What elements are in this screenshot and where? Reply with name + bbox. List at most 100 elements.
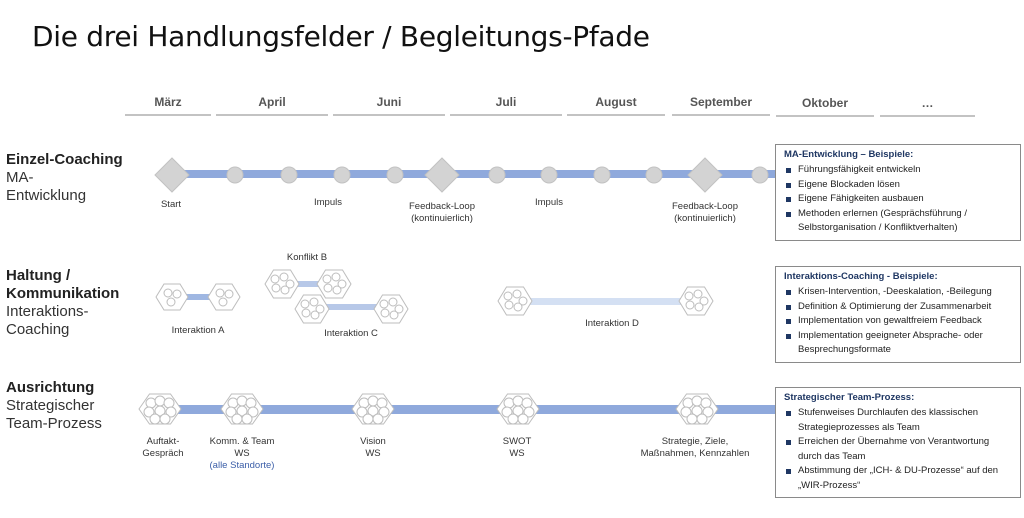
label-strategie-line2: Maßnahmen, Kennzahlen (640, 448, 750, 459)
info-box-team-prozess: Strategischer Team-Prozess: Stufenweises… (775, 387, 1021, 498)
row3-hex-swot (496, 393, 540, 425)
info-box-ma-entwicklung: MA-Entwicklung – Beispiele: Führungsfähi… (775, 144, 1021, 241)
konflikt-b-hex-right (316, 269, 352, 299)
month-april: April (216, 95, 328, 116)
label-feedback-1: Feedback-Loop (kontinuierlich) (387, 201, 497, 225)
label-feedback-1-line2: (kontinuierlich) (411, 213, 473, 224)
label-feedback-2: Feedback-Loop (kontinuierlich) (650, 201, 760, 225)
info-box-item: Selbstorganisation / Konfliktverhalten) (798, 222, 958, 233)
row1-dot (751, 166, 769, 184)
info-box-title: Strategischer Team-Prozess: (784, 392, 915, 403)
label-start: Start (160, 199, 182, 210)
interaktion-a-hex-right (207, 283, 241, 311)
page-title: Die drei Handlungsfelder / Begleitungs-P… (32, 20, 650, 53)
info-box-item: durch das Team (798, 450, 866, 462)
info-box-item: Eigene Fähigkeiten ausbauen (784, 192, 1012, 207)
row2-interactions (155, 269, 714, 324)
row2-title-line1: Haltung / (6, 267, 71, 284)
label-impuls-2: Impuls (535, 197, 563, 208)
interaktion-d-hex-right (678, 286, 714, 316)
label-komm-line1: Komm. & Team (209, 436, 275, 447)
row3-subtitle-line2: Team-Prozess (6, 415, 102, 432)
label-auftakt-line2: Gespräch (142, 448, 184, 459)
label-auftakt-line1: Auftakt- (146, 436, 180, 447)
row3-heading: Ausrichtung Strategischer Team-Prozess (6, 379, 102, 433)
row3-line (160, 405, 775, 414)
month-juli: Juli (450, 95, 562, 116)
row2-title-line2: Kommunikation (6, 285, 120, 302)
konflikt-b-hex-left (264, 269, 300, 299)
interaktion-d-hex-left (497, 286, 533, 316)
month-maerz: März (125, 95, 211, 116)
info-box-item: Krisen-Intervention, -Deeskalation, -Bei… (784, 285, 1012, 300)
label-vision: Vision WS (318, 436, 428, 460)
info-box-interaktions-coaching: Interaktions-Coaching - Beispiele: Krise… (775, 266, 1021, 363)
row1-feedback-diamond (687, 157, 723, 193)
interaktion-c-hex-right (373, 294, 409, 324)
row3-hex-strategie (675, 393, 719, 425)
row1-dot (226, 166, 244, 184)
label-komm-line2: WS (234, 448, 250, 459)
info-box-item: Führungsfähigkeit entwickeln (784, 163, 1012, 178)
month-oktober: Oktober (776, 96, 874, 117)
label-feedback-1-line1: Feedback-Loop (408, 201, 476, 212)
row2-heading: Haltung / Kommunikation Interaktions- Co… (6, 267, 119, 339)
row1-timeline (154, 157, 775, 193)
label-konflikt-b: Konflikt B (286, 252, 328, 263)
month-september: September (672, 95, 770, 116)
label-swot-line2: WS (509, 448, 525, 459)
konflikt-b-line (295, 281, 335, 287)
row3-subtitle-line1: Strategischer (6, 397, 95, 414)
row1-dot (488, 166, 506, 184)
row3-timeline (138, 393, 775, 425)
interaktion-d-line (522, 298, 692, 305)
row1-line (170, 170, 775, 178)
label-interaktion-c: Interaktion C (324, 328, 378, 339)
info-box-item: Implementation geeigneter Absprache- ode… (784, 329, 1012, 344)
info-box-item: Eigene Blockaden lösen (784, 178, 1012, 193)
info-box-item: Erreichen der Übernahme von Verantwortun… (784, 435, 1012, 450)
info-box-item: Abstimmung der „ICH- & DU-Prozesse“ auf … (784, 464, 1012, 479)
info-box-title: Interaktions-Coaching - Beispiele: (784, 271, 938, 282)
row1-title: Einzel-Coaching (6, 151, 123, 168)
row1-dot (540, 166, 558, 184)
interaktion-a-hex-left (155, 283, 189, 311)
info-box-item: „WIR-Prozess“ (798, 479, 861, 491)
info-box-item: Definition & Optimierung der Zusammenarb… (784, 300, 1012, 315)
info-box-item: Implementation von gewaltfreiem Feedback (784, 314, 1012, 329)
row2-subtitle-line1: Interaktions- (6, 303, 89, 320)
interaktion-a-line (184, 294, 224, 300)
row1-heading: Einzel-Coaching MA- Entwicklung (6, 151, 123, 205)
row3-hex-komm (220, 393, 264, 425)
row2-subtitle-line2: Coaching (6, 321, 70, 338)
label-vision-line1: Vision (360, 436, 386, 447)
info-box-item: Strategieprozesses als Team (798, 421, 920, 433)
row1-dot (593, 166, 611, 184)
row1-dot (645, 166, 663, 184)
label-impuls-1: Impuls (314, 197, 342, 208)
label-interaktion-a: Interaktion A (171, 325, 225, 336)
label-komm-team: Komm. & Team WS (alle Standorte) (187, 436, 297, 472)
info-box-title: MA-Entwicklung – Beispiele: (784, 149, 914, 160)
label-komm-line3: (alle Standorte) (209, 460, 275, 471)
row3-title: Ausrichtung (6, 379, 95, 396)
label-auftakt: Auftakt- Gespräch (108, 436, 218, 460)
month-juni: Juni (333, 95, 445, 116)
label-vision-line2: WS (365, 448, 381, 459)
row1-dot (333, 166, 351, 184)
row1-subtitle-line2: Entwicklung (6, 187, 87, 204)
row1-start-diamond (154, 157, 190, 193)
label-swot-line1: SWOT (502, 436, 532, 447)
row1-subtitle-line1: MA- (6, 169, 34, 186)
label-interaktion-d: Interaktion D (585, 318, 639, 329)
row1-feedback-diamond (424, 157, 460, 193)
row1-dot (386, 166, 404, 184)
interaktion-c-line (320, 304, 390, 310)
month-more: … (880, 96, 975, 117)
label-strategie: Strategie, Ziele, Maßnahmen, Kennzahlen (640, 436, 750, 460)
info-box-item: Besprechungsformate (798, 344, 891, 355)
label-swot: SWOT WS (462, 436, 572, 460)
info-box-item: Methoden erlernen (Gesprächsführung / (784, 207, 1012, 222)
label-feedback-2-line2: (kontinuierlich) (674, 213, 736, 224)
